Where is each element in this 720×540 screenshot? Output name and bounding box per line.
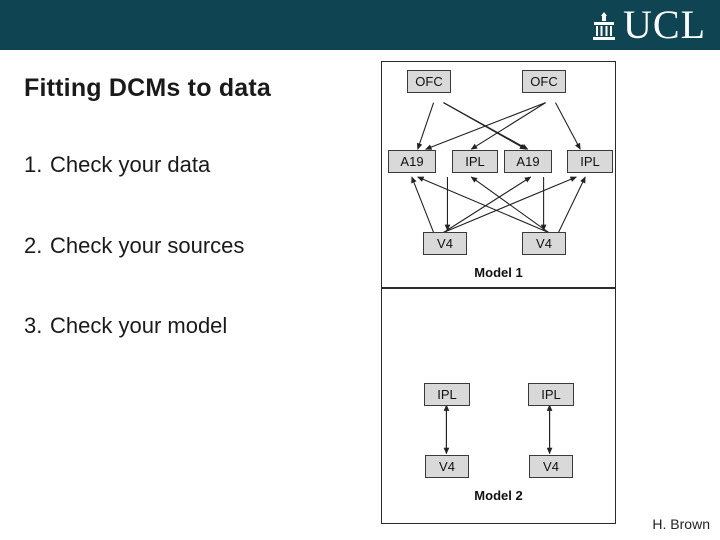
model-1-caption: Model 1 xyxy=(474,265,523,280)
model-1-arrows xyxy=(411,102,586,233)
page-title: Fitting DCMs to data xyxy=(24,74,272,102)
model-1-node-ipl-left: IPL xyxy=(452,150,498,173)
bullet-number-3: 3. xyxy=(24,313,43,338)
ucl-logo-text: UCL xyxy=(623,2,706,47)
bullet-text-2: Check your sources xyxy=(50,233,245,258)
model-2-node-ipl-left: IPL xyxy=(424,383,470,406)
model-2-node-v4-right: V4 xyxy=(529,455,573,478)
bullet-number-1: 1. xyxy=(24,152,43,177)
model-1-diagram: OFC OFC A19 IPL A19 IPL V4 V4 Model 1 xyxy=(381,61,616,288)
bullet-item-1: 1. Check your data xyxy=(24,152,210,178)
model-2-arrows xyxy=(443,404,553,455)
bullet-text-1: Check your data xyxy=(50,152,211,177)
model-1-node-a19-right: A19 xyxy=(504,150,552,173)
model-1-node-v4-left: V4 xyxy=(423,232,467,255)
footer-author: H. Brown xyxy=(652,516,710,532)
model-2-diagram: IPL IPL V4 V4 Model 2 xyxy=(381,288,616,524)
bullet-text-3: Check your model xyxy=(50,313,228,338)
model-1-node-a19-left: A19 xyxy=(388,150,436,173)
model-2-node-v4-left: V4 xyxy=(425,455,469,478)
model-1-node-v4-right: V4 xyxy=(522,232,566,255)
model-1-node-ofc-right: OFC xyxy=(522,70,566,93)
ucl-logo: UCL xyxy=(591,4,706,46)
ucl-crest-icon xyxy=(593,12,615,40)
bullet-item-2: 2. Check your sources xyxy=(24,233,244,259)
model-2-node-ipl-right: IPL xyxy=(528,383,574,406)
header-bar: UCL xyxy=(0,0,720,50)
model-1-node-ofc-left: OFC xyxy=(407,70,451,93)
model-1-node-ipl-right: IPL xyxy=(567,150,613,173)
bullet-item-3: 3. Check your model xyxy=(24,313,227,339)
model-2-caption: Model 2 xyxy=(474,488,523,503)
bullet-number-2: 2. xyxy=(24,233,43,258)
